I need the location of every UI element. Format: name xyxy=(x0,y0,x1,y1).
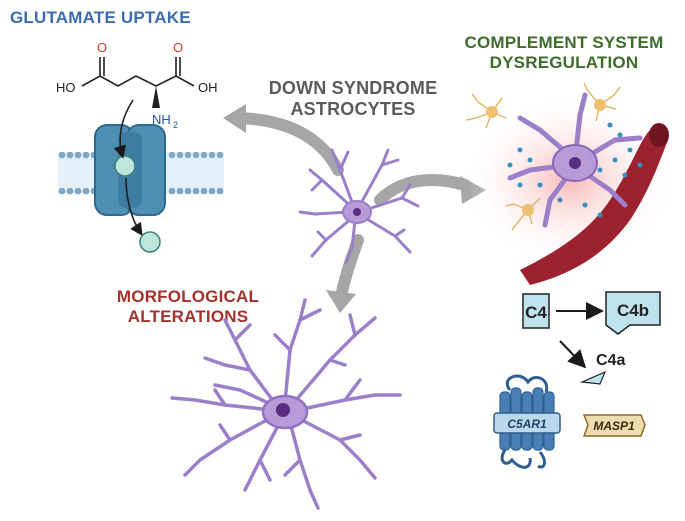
glutamate-transporter xyxy=(94,124,166,216)
morfological-alterations-title: MORFOLOGICAL ALTERATIONS xyxy=(88,287,288,327)
glutamate-uptake-title: GLUTAMATE UPTAKE xyxy=(10,8,191,27)
glutamate-in-channel xyxy=(114,155,136,177)
c5ar1-label: C5AR1 xyxy=(507,417,547,431)
c4a-label: C4a xyxy=(596,352,625,369)
down-syndrome-line1: DOWN SYNDROME xyxy=(268,78,438,98)
oxygen-left: O xyxy=(97,40,107,55)
hydroxyl-right: OH xyxy=(198,80,218,95)
complement-illustration xyxy=(465,82,670,285)
blood-vessel xyxy=(520,130,668,285)
c4-box xyxy=(522,293,550,329)
arrow-to-glutamate xyxy=(234,112,344,176)
amine-group: NH xyxy=(152,112,171,127)
c4b-label: C4b xyxy=(617,301,649,320)
large-astrocyte xyxy=(170,298,402,510)
down-syndrome-astrocytes-title: DOWN SYNDROME ASTROCYTES xyxy=(248,78,458,120)
morfological-line2: ALTERATIONS xyxy=(127,307,249,327)
morfological-line1: MORFOLOGICAL xyxy=(116,287,260,306)
masp1-label: MASP1 xyxy=(593,419,635,433)
c4-label: C4 xyxy=(525,303,547,322)
masp1-tag xyxy=(582,414,646,437)
glutamate-molecule xyxy=(81,57,195,108)
down-syndrome-line2: ASTROCYTES xyxy=(290,99,416,120)
complement-dysregulation-title: COMPLEMENT SYSTEM DYSREGULATION xyxy=(448,33,680,73)
glutamate-internalized xyxy=(139,231,161,253)
arrow-to-morphology xyxy=(336,234,364,298)
c4a-fragment xyxy=(579,370,607,385)
complement-line2: DYSREGULATION xyxy=(489,53,639,73)
uptake-arrow-out xyxy=(125,177,143,236)
amine-subscript: 2 xyxy=(173,120,178,130)
oxygen-right: O xyxy=(173,40,183,55)
c4b-box xyxy=(605,291,661,335)
hydroxyl-left: HO xyxy=(56,80,76,95)
complement-line1: COMPLEMENT SYSTEM xyxy=(464,33,664,52)
arrow-to-complement xyxy=(374,174,471,206)
small-astrocyte xyxy=(298,148,420,264)
uptake-arrow-in xyxy=(113,99,134,159)
c5ar1-receptor xyxy=(493,374,561,469)
c4-to-c4a-arrow xyxy=(559,340,587,369)
